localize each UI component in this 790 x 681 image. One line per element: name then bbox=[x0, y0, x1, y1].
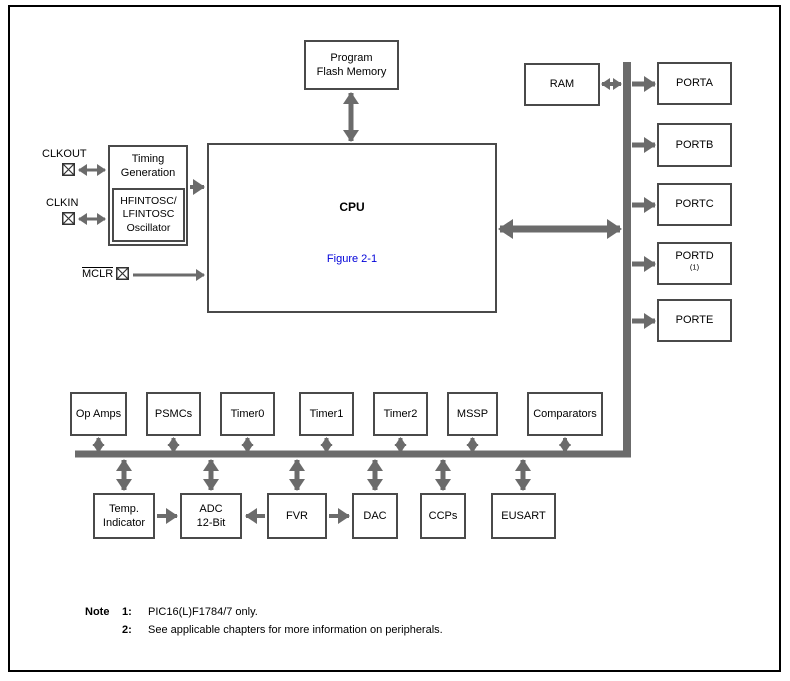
eusart-box: EUSART bbox=[491, 493, 556, 539]
port-label: PORTD(1) bbox=[675, 249, 713, 278]
timer2-box: Timer2 bbox=[373, 392, 428, 436]
porte-box: PORTE bbox=[657, 299, 732, 342]
comparators-box: Comparators bbox=[527, 392, 603, 436]
clkout-pin-label: CLKOUT bbox=[42, 148, 87, 160]
fvr-box: FVR bbox=[267, 493, 327, 539]
psmcs-box: PSMCs bbox=[146, 392, 201, 436]
timer1-box: Timer1 bbox=[299, 392, 354, 436]
timer0-box: Timer0 bbox=[220, 392, 275, 436]
mclr-pin-icon bbox=[116, 267, 130, 281]
clkin-pin-label: CLKIN bbox=[46, 197, 79, 209]
mclr-pin-group: MCLR bbox=[82, 267, 130, 281]
box-label: DAC bbox=[363, 509, 387, 522]
port-label: PORTA bbox=[676, 77, 713, 90]
box-label: Timing bbox=[131, 153, 165, 165]
box-label: PSMCs bbox=[154, 407, 193, 420]
portb-box: PORTB bbox=[657, 123, 732, 167]
box-label: Timer1 bbox=[309, 407, 344, 420]
mclr-pin-label: MCLR bbox=[82, 267, 114, 280]
clkin-pin-icon bbox=[62, 212, 75, 225]
ram-box: RAM bbox=[524, 63, 600, 106]
portd-box: PORTD(1) bbox=[657, 242, 732, 285]
box-label: Generation bbox=[120, 167, 176, 180]
opamps-box: Op Amps bbox=[70, 392, 127, 436]
box-label: RAM bbox=[549, 78, 575, 91]
note-label: Note bbox=[85, 606, 110, 618]
ccps-box: CCPs bbox=[420, 493, 466, 539]
box-label: HFINTOSC/ bbox=[120, 195, 177, 208]
box-label: CCPs bbox=[428, 509, 458, 522]
mssp-box: MSSP bbox=[447, 392, 498, 436]
note-spacer bbox=[85, 624, 122, 638]
footnotes: Note 1: PIC16(L)F1784/7 only. 2: See app… bbox=[85, 606, 645, 638]
cpu-label: CPU bbox=[339, 200, 365, 214]
box-label: Program bbox=[330, 51, 373, 64]
cpu-box: CPU Figure 2-1 bbox=[207, 143, 497, 313]
box-label: Oscillator bbox=[126, 221, 171, 234]
page-border bbox=[8, 5, 781, 672]
box-label: FVR bbox=[286, 509, 308, 522]
note-2-text: See applicable chapters for more informa… bbox=[148, 623, 443, 636]
note-2-number: 2: bbox=[122, 623, 132, 636]
box-label: Flash Memory bbox=[316, 66, 387, 78]
program-flash-memory-box: Program Flash Memory bbox=[304, 40, 399, 90]
portc-box: PORTC bbox=[657, 183, 732, 226]
box-label: Timer0 bbox=[230, 407, 265, 420]
clkout-pin-icon bbox=[62, 163, 75, 176]
box-label: Indicator bbox=[102, 517, 146, 529]
note-1-text: PIC16(L)F1784/7 only. bbox=[148, 606, 258, 618]
box-label: ADC bbox=[199, 502, 223, 515]
note-ref-superscript: (1) bbox=[689, 261, 700, 271]
internal-oscillator-box: HFINTOSC/ LFINTOSC Oscillator bbox=[112, 188, 185, 242]
note-1-number: 1: bbox=[122, 606, 132, 618]
port-label: PORTB bbox=[675, 138, 714, 151]
figure-2-1-link[interactable]: Figure 2-1 bbox=[326, 253, 378, 265]
temp-indicator-box: Temp. Indicator bbox=[93, 493, 155, 539]
box-label: Timer2 bbox=[383, 407, 418, 420]
box-label: LFINTOSC bbox=[122, 208, 175, 221]
dac-box: DAC bbox=[352, 493, 398, 539]
box-label: Comparators bbox=[533, 407, 597, 420]
box-label: Op Amps bbox=[75, 407, 122, 420]
box-label: Temp. bbox=[109, 502, 139, 515]
port-label: PORTC bbox=[675, 198, 714, 211]
adc-box: ADC 12-Bit bbox=[180, 493, 242, 539]
box-label: EUSART bbox=[501, 509, 546, 522]
port-label: PORTE bbox=[675, 314, 714, 327]
porta-box: PORTA bbox=[657, 62, 732, 105]
port-label-text: PORTD bbox=[675, 250, 714, 263]
box-label: 12-Bit bbox=[196, 517, 226, 529]
box-label: MSSP bbox=[456, 407, 489, 420]
